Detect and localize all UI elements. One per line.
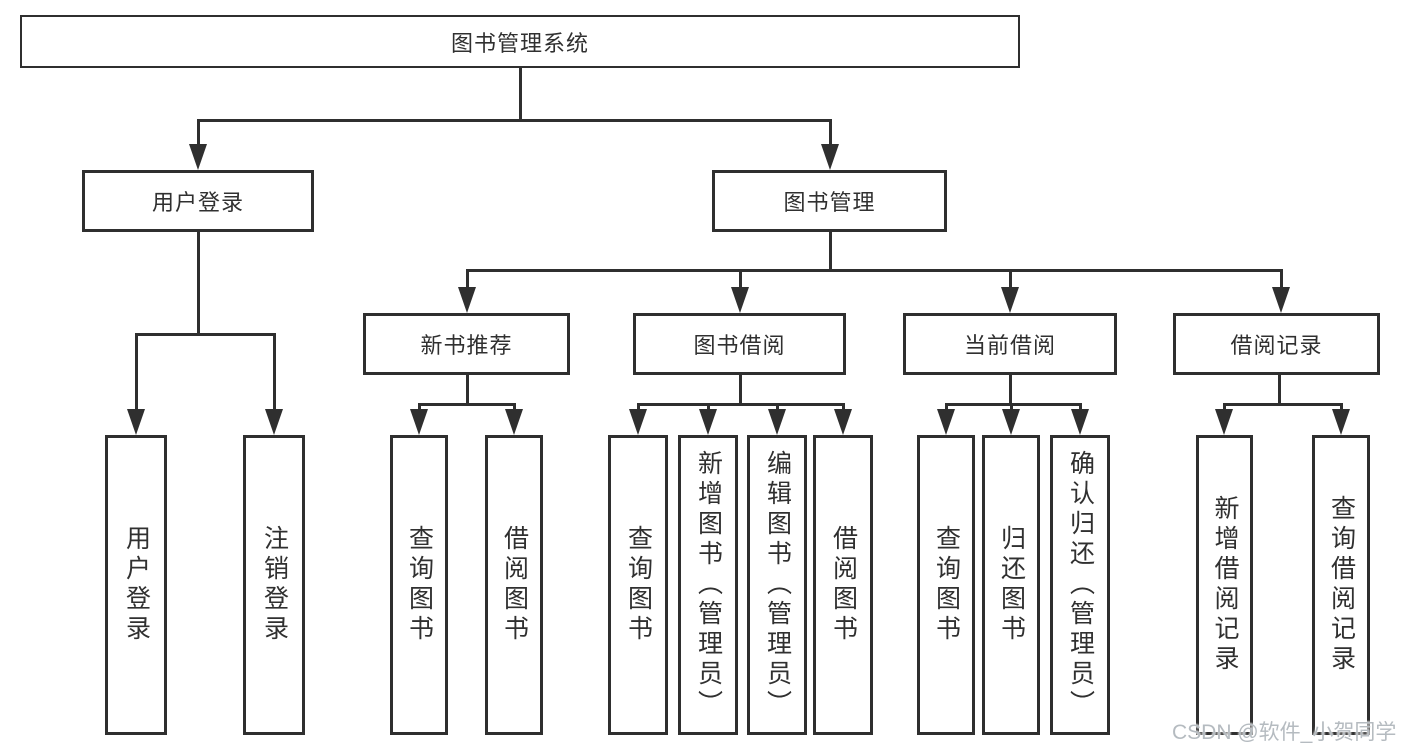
arrowhead-down-icon [1002, 409, 1020, 435]
arrowhead-down-icon [1215, 409, 1233, 435]
node-leaf-query-books-3: 查询图书 [917, 435, 975, 735]
connector-line [1009, 375, 1012, 405]
connector-line [466, 375, 469, 405]
node-label: 图书管理 [783, 190, 876, 215]
connector-line [1278, 375, 1281, 405]
node-label: 用户登录 [151, 190, 244, 215]
connector-line [466, 269, 1283, 272]
connector-line [1280, 269, 1283, 290]
node-leaf-query-borrow-record: 查询借阅记录 [1312, 435, 1370, 735]
arrowhead-down-icon [1071, 409, 1089, 435]
node-label: 借阅图书 [500, 525, 529, 645]
node-leaf-query-books-1: 查询图书 [390, 435, 448, 735]
node-current-borrowing: 当前借阅 [903, 313, 1117, 375]
node-user-login: 用户登录 [82, 170, 314, 232]
connector-line [519, 66, 522, 122]
connector-line [418, 403, 421, 413]
arrowhead-down-icon [265, 409, 283, 435]
arrowhead-down-icon [937, 409, 955, 435]
connector-line [513, 403, 516, 413]
node-label: 归还图书 [997, 525, 1026, 645]
connector-line [135, 333, 276, 336]
connector-line [739, 375, 742, 405]
connector-line [1340, 403, 1343, 413]
node-leaf-add-borrow-record: 新增借阅记录 [1196, 435, 1253, 735]
arrowhead-down-icon [189, 144, 207, 170]
node-leaf-user-login: 用户登录 [105, 435, 167, 735]
connector-line [945, 403, 1082, 406]
connector-line [135, 333, 138, 412]
node-book-management: 图书管理 [712, 170, 947, 232]
connector-line [739, 269, 742, 290]
connector-line [829, 232, 832, 271]
node-label: 查询图书 [405, 525, 434, 645]
arrowhead-down-icon [410, 409, 428, 435]
connector-line [197, 232, 200, 335]
arrowhead-down-icon [821, 144, 839, 170]
connector-line [418, 403, 516, 406]
arrowhead-down-icon [505, 409, 523, 435]
node-label: 新增借阅记录 [1211, 495, 1239, 675]
node-label: 借阅记录 [1230, 333, 1323, 358]
connector-line [1223, 403, 1342, 406]
arrowhead-down-icon [834, 409, 852, 435]
node-label: 图书管理系统 [450, 30, 589, 56]
arrowhead-down-icon [768, 409, 786, 435]
arrowhead-down-icon [127, 409, 145, 435]
node-label: 图书借阅 [693, 333, 786, 358]
node-leaf-confirm-return-admin: 确认归还（管理员） [1050, 435, 1110, 735]
connector-line [273, 333, 276, 412]
arrowhead-down-icon [458, 287, 476, 313]
node-leaf-add-books-admin: 新增图书（管理员） [678, 435, 738, 735]
node-label: 当前借阅 [963, 333, 1056, 358]
connector-line [1010, 403, 1013, 413]
node-label: 新增图书（管理员） [694, 450, 723, 720]
arrowhead-down-icon [629, 409, 647, 435]
arrowhead-down-icon [699, 409, 717, 435]
watermark: CSDN @软件_小贺同学 [1172, 721, 1397, 744]
node-leaf-borrow-books-2: 借阅图书 [813, 435, 873, 735]
connector-line [637, 403, 640, 413]
node-label: 借阅图书 [829, 525, 858, 645]
node-leaf-return-books: 归还图书 [982, 435, 1040, 735]
node-leaf-logout: 注销登录 [243, 435, 305, 735]
connector-line [776, 403, 779, 413]
connector-line [197, 119, 200, 149]
node-label: 查询图书 [624, 525, 653, 645]
node-book-management-system: 图书管理系统 [20, 15, 1020, 68]
node-book-borrowing: 图书借阅 [633, 313, 846, 375]
connector-line [1009, 269, 1012, 290]
connector-line [945, 403, 948, 413]
connector-line [842, 403, 845, 413]
connector-line [466, 269, 469, 290]
connector-line [1223, 403, 1226, 413]
node-label: 确认归还（管理员） [1066, 450, 1095, 720]
node-leaf-query-books-2: 查询图书 [608, 435, 668, 735]
node-label: 查询借阅记录 [1327, 495, 1356, 675]
connector-line [707, 403, 710, 413]
node-leaf-edit-books-admin: 编辑图书（管理员） [747, 435, 807, 735]
arrowhead-down-icon [1272, 287, 1290, 313]
node-label: 用户登录 [122, 525, 151, 645]
node-label: 注销登录 [260, 525, 289, 645]
node-borrowing-records: 借阅记录 [1173, 313, 1380, 375]
connector-line [197, 119, 831, 122]
arrowhead-down-icon [731, 287, 749, 313]
arrowhead-down-icon [1001, 287, 1019, 313]
connector-line [637, 403, 845, 406]
arrowhead-down-icon [1332, 409, 1350, 435]
node-label: 新书推荐 [420, 333, 513, 358]
node-label: 查询图书 [932, 525, 961, 645]
node-leaf-borrow-books-1: 借阅图书 [485, 435, 543, 735]
connector-line [829, 119, 832, 149]
node-new-book-recommend: 新书推荐 [363, 313, 570, 375]
connector-line [1079, 403, 1082, 413]
node-label: 编辑图书（管理员） [763, 450, 792, 720]
